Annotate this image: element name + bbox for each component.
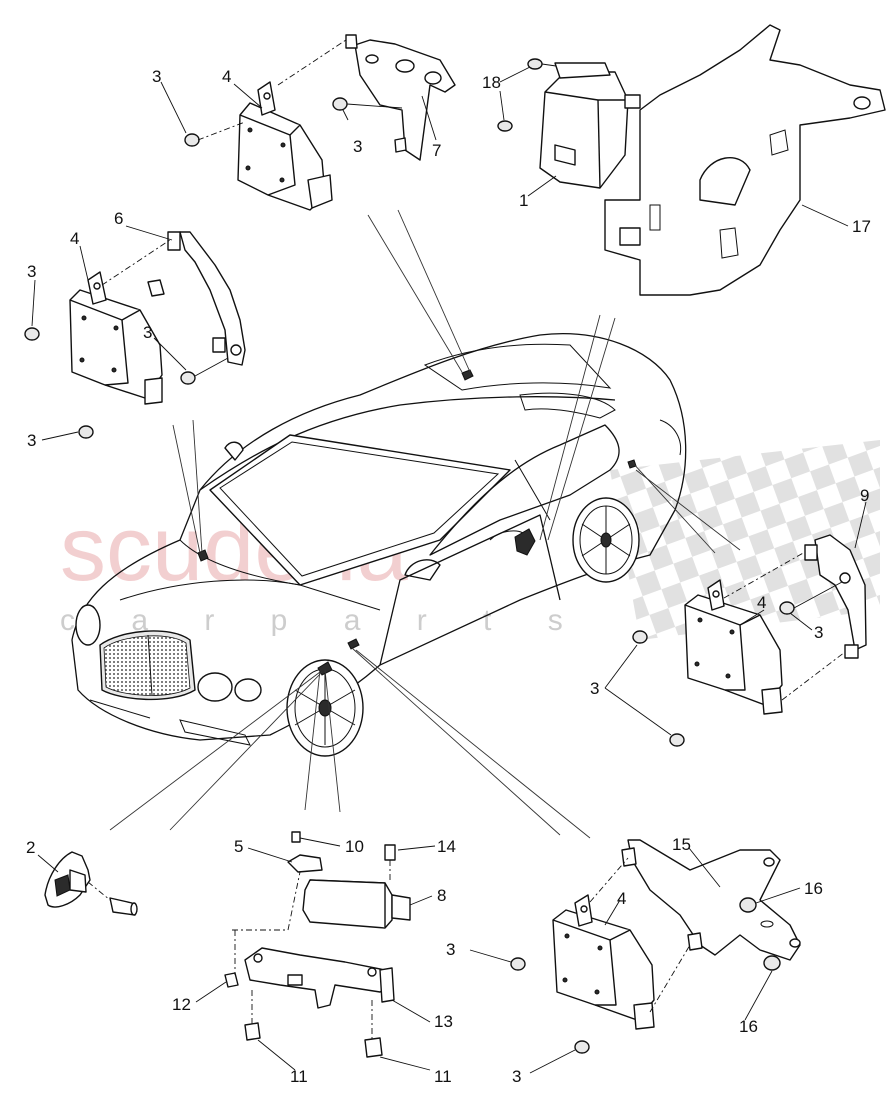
callout-11-left: 11 [290,1067,308,1086]
car-illustration [71,333,687,757]
callout-5: 5 [234,837,243,856]
checkered-flag-icon [610,440,880,640]
callout-10: 10 [345,837,364,856]
callout-3-left-middle: 3 [143,323,152,342]
module-assembly-bottom-right [510,839,801,1054]
callout-8: 8 [437,886,446,905]
module-assembly-left [24,231,246,439]
callout-6: 6 [114,209,123,228]
module-assembly-top [184,34,456,211]
module-assembly-right [632,534,867,747]
callout-18: 18 [482,73,501,92]
callout-16-upper: 16 [804,879,823,898]
callout-13: 13 [434,1012,453,1031]
callout-15: 15 [672,835,691,854]
control-unit-assembly [497,24,886,296]
callout-14: 14 [437,837,456,856]
callout-12: 12 [172,995,191,1014]
callout-4-right: 4 [757,593,766,612]
callout-4-bottom: 4 [617,889,626,908]
callout-9: 9 [860,486,869,505]
pointer-rays [109,209,741,839]
callout-3-bottom-lower: 3 [512,1067,521,1086]
callout-17: 17 [852,217,871,236]
tire-pressure-sensor [44,851,138,916]
callout-4-left: 4 [70,229,79,248]
leader-lines [31,66,867,1074]
callout-16-lower: 16 [739,1017,758,1036]
callout-3-top-center: 3 [353,137,362,156]
callout-2: 2 [26,838,35,857]
callout-labels: 1 2 3 3 3 3 3 3 3 3 3 4 4 4 4 5 6 7 8 9 … [26,67,871,1086]
callout-11-right: 11 [434,1067,452,1086]
callout-3-top-left: 3 [152,67,161,86]
callout-3-right-upper: 3 [814,623,823,642]
callout-3-left-upper: 3 [27,262,36,281]
sensor-bracket-assembly [224,831,411,1058]
callout-1: 1 [519,191,528,210]
callout-3-right-lower: 3 [590,679,599,698]
callout-3-left-lower: 3 [27,431,36,450]
callout-4-top: 4 [222,67,231,86]
callout-3-bottom-upper: 3 [446,940,455,959]
callout-7: 7 [432,141,441,160]
